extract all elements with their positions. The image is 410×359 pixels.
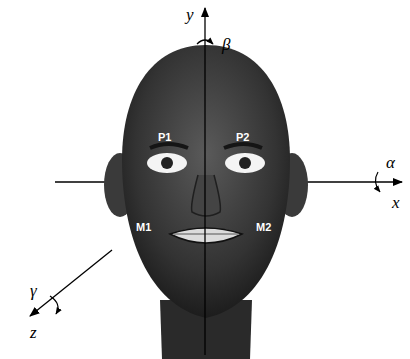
point-label: P2 <box>236 132 249 143</box>
beta-rotation-arrow <box>197 40 213 44</box>
axis-name: y <box>186 6 194 23</box>
rotation-name: α <box>386 154 395 171</box>
right-eye <box>225 153 265 173</box>
mouth <box>170 228 242 243</box>
axis-name: z <box>30 324 37 341</box>
axis-name: x <box>392 194 400 211</box>
point-label: M1 <box>136 222 151 233</box>
y-axis <box>204 8 205 355</box>
gamma-rotation-arrow <box>50 296 58 314</box>
rotation-name: γ <box>30 282 37 299</box>
head <box>122 45 290 318</box>
z-axis <box>30 250 112 316</box>
point-label: M2 <box>256 222 271 233</box>
point-label: P1 <box>158 132 171 143</box>
rotation-name: β <box>222 36 230 53</box>
left-eye <box>147 153 187 173</box>
alpha-rotation-arrow <box>375 172 380 192</box>
